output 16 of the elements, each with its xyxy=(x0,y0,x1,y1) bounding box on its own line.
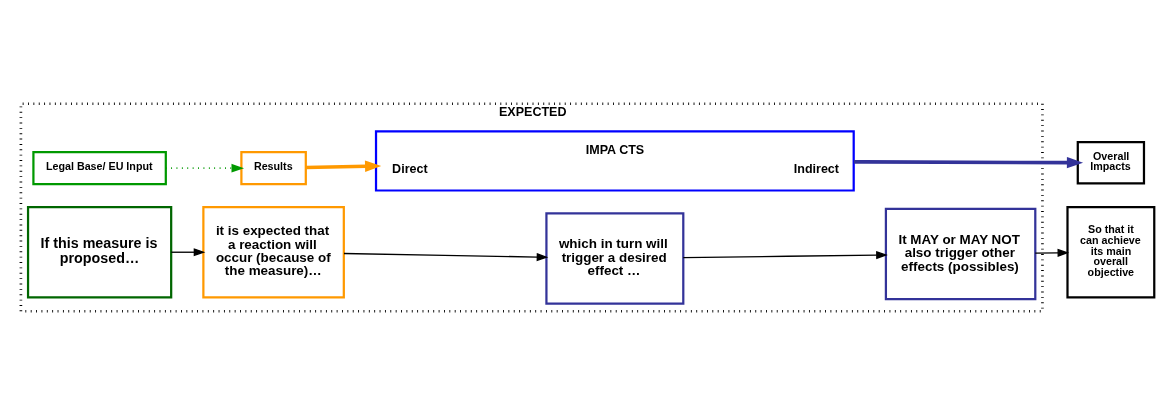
arrow xyxy=(343,252,549,261)
node-box: which in turn will trigger a desired effect … xyxy=(545,211,685,305)
node-box: Overall Impacts xyxy=(1076,140,1146,184)
node-box: Legal Base/ EU Input xyxy=(32,150,167,185)
arrow xyxy=(1034,248,1070,257)
arrow xyxy=(170,247,206,256)
node-box: it is expected that a reaction will occur (because of the measure)… xyxy=(202,205,345,298)
node-box: IMPA CTS Direct Indirect xyxy=(374,129,855,192)
arrow xyxy=(682,250,888,259)
node-box: If this measure is proposed… xyxy=(26,205,173,298)
arrow xyxy=(164,163,245,173)
arrow xyxy=(305,160,382,172)
arrow xyxy=(853,156,1084,168)
node-box: Results xyxy=(240,150,307,185)
node-box: It MAY or MAY NOT also trigger other effects (possibles) xyxy=(884,207,1037,300)
node-box: So that it can achieve its main overall objective xyxy=(1066,205,1156,298)
